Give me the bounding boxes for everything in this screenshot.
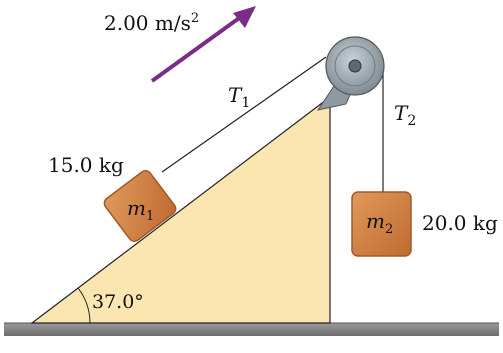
angle-arc [77,287,91,324]
acceleration-arrow-shaft [150,14,244,83]
incline-angle-label: 37.0° [92,291,144,313]
tension-2-label: T2 [394,101,416,129]
rope-t1 [161,56,327,173]
incline-wedge [30,95,331,324]
mass-1-symbol: m1 [127,196,154,224]
mass-1-value: 15.0 kg [48,153,124,177]
block-m1 [103,170,177,242]
pulley-axle [348,59,362,73]
acceleration-label: 2.00 m/s2 [104,11,199,35]
mass-2-value: 20.0 kg [422,211,498,235]
tension-1-label: T1 [228,83,250,111]
mass-2-symbol: m2 [366,209,393,237]
acceleration-arrow-head [233,6,256,28]
pulley-rim [334,45,376,87]
ground-surface [4,323,499,336]
block-m2 [351,191,412,257]
